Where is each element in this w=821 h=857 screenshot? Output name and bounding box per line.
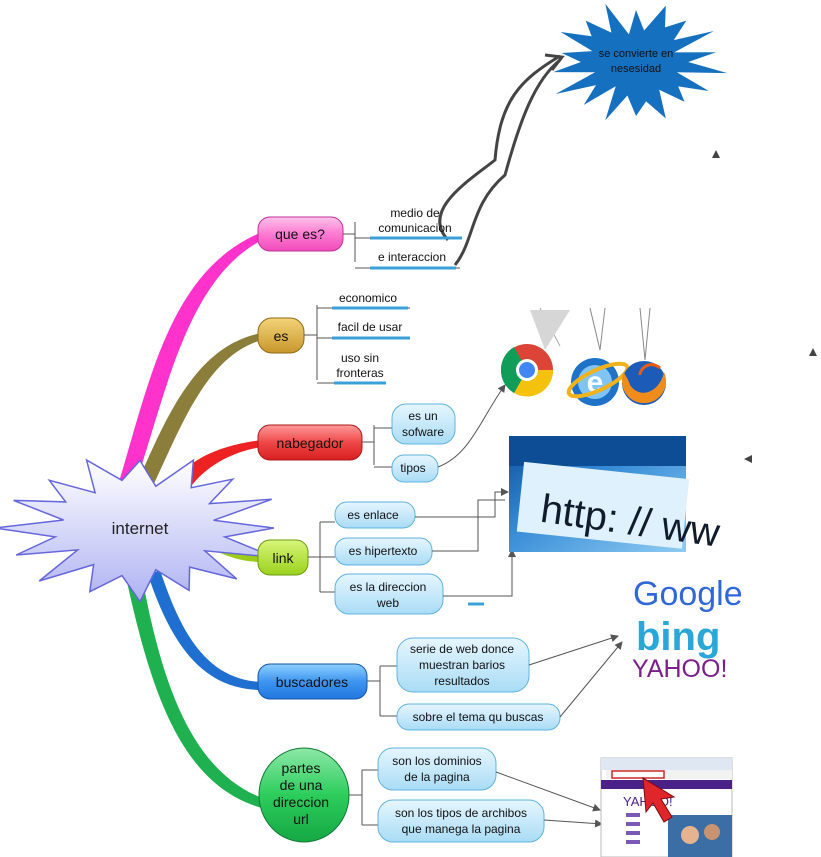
chrome-logo-icon [500, 344, 554, 397]
svg-text:es: es [274, 328, 289, 344]
node-link[interactable]: link [257, 539, 309, 576]
svg-text:sofware: sofware [402, 425, 444, 439]
node-buscadores[interactable]: buscadores [257, 663, 368, 700]
starburst-label-2: nesesidad [611, 63, 661, 75]
svg-text:e interaccion: e interaccion [378, 250, 446, 264]
http-image: http: // ww [509, 436, 722, 556]
stray-arrowhead [744, 455, 752, 463]
svg-text:nabegador: nabegador [277, 435, 344, 451]
browser-screenshot-image: YAHOO! [600, 757, 733, 857]
subtopic-direccion-web[interactable]: es la direccion web [334, 573, 444, 615]
starburst-label-1: se convierte en [599, 48, 674, 60]
svg-text:direccion: direccion [273, 794, 329, 810]
svg-text:fronteras: fronteras [336, 366, 383, 380]
svg-text:buscadores: buscadores [276, 674, 348, 690]
svg-text:de la pagina: de la pagina [404, 770, 470, 784]
cursor-pointer-icon [642, 777, 676, 823]
node-navegador[interactable]: nabegador [257, 424, 363, 461]
firefox-logo-icon [622, 361, 666, 405]
hand-arrow [438, 53, 565, 266]
subtopic-facil[interactable]: facil de usar [332, 320, 410, 340]
svg-text:muestran barios: muestran barios [419, 658, 505, 672]
subtopic-enlace[interactable]: es enlace [334, 501, 416, 529]
blue-starburst [553, 3, 728, 121]
svg-text:sobre el tema qu buscas: sobre el tema qu buscas [413, 710, 544, 724]
subtopic-archibos[interactable]: son los tipos de archibos que manega la … [377, 799, 545, 843]
subtopic-serie-web[interactable]: serie de web donce muestran barios resul… [396, 637, 530, 693]
svg-text:es enlace: es enlace [347, 508, 399, 522]
svg-text:es un: es un [408, 409, 437, 423]
svg-text:partes: partes [282, 760, 321, 776]
branch-buscadores [148, 570, 262, 690]
central-label: internet [112, 519, 169, 538]
google-logo: Google [633, 575, 743, 613]
svg-text:uso sin: uso sin [341, 351, 379, 365]
subtopic-tema[interactable]: sobre el tema qu buscas [396, 703, 561, 731]
svg-text:resultados: resultados [434, 674, 489, 688]
browser-logos-image: e [500, 307, 666, 406]
subtopic-dominios[interactable]: son los dominios de la pagina [377, 747, 497, 791]
svg-text:son los tipos de archibos: son los tipos de archibos [395, 806, 527, 820]
connectors [304, 222, 460, 826]
svg-text:comunicacion: comunicacion [378, 221, 451, 235]
svg-text:que manega la pagina: que manega la pagina [402, 822, 521, 836]
svg-text:son los dominios: son los dominios [392, 754, 481, 768]
central-starburst [0, 458, 275, 603]
node-que-es[interactable]: que es? [257, 216, 344, 252]
subtopic-interaccion[interactable]: e interaccion [370, 250, 456, 270]
stray-arrowhead [712, 150, 720, 158]
svg-text:de una: de una [280, 777, 323, 793]
svg-text:economico: economico [339, 291, 397, 305]
subtopic-tipos[interactable]: tipos [391, 454, 439, 483]
image-arrows [415, 384, 623, 828]
bing-logo: bing [636, 615, 720, 659]
svg-text:serie de web donce: serie de web donce [410, 642, 514, 656]
branch-navegador [170, 440, 262, 495]
svg-text:que es?: que es? [275, 226, 325, 242]
ie-logo-icon: e [566, 358, 630, 406]
search-logos-image: Google bing YAHOO! [632, 575, 743, 683]
svg-text:medio de: medio de [390, 206, 440, 220]
subtopic-hipertexto[interactable]: es hipertexto [334, 537, 433, 566]
subtopic-sofware[interactable]: es un sofware [391, 403, 456, 445]
subtopic-medio[interactable]: medio de comunicacion [370, 206, 462, 240]
svg-text:web: web [376, 596, 399, 610]
subtopic-economico[interactable]: economico [332, 291, 408, 310]
svg-text:facil de usar: facil de usar [338, 320, 403, 334]
stray-arrowhead [809, 348, 817, 356]
svg-text:es hipertexto: es hipertexto [349, 544, 418, 558]
branch-es [135, 333, 262, 492]
branch-que-es [118, 232, 262, 488]
node-es[interactable]: es [257, 317, 305, 354]
svg-text:tipos: tipos [400, 461, 425, 475]
svg-text:url: url [293, 811, 309, 827]
svg-text:link: link [272, 550, 294, 566]
svg-text:es la direccion: es la direccion [350, 580, 427, 594]
node-partes[interactable]: partes de una direccion url [258, 747, 350, 843]
subtopic-fronteras[interactable]: uso sin fronteras [334, 351, 386, 385]
yahoo-logo: YAHOO! [632, 655, 727, 683]
